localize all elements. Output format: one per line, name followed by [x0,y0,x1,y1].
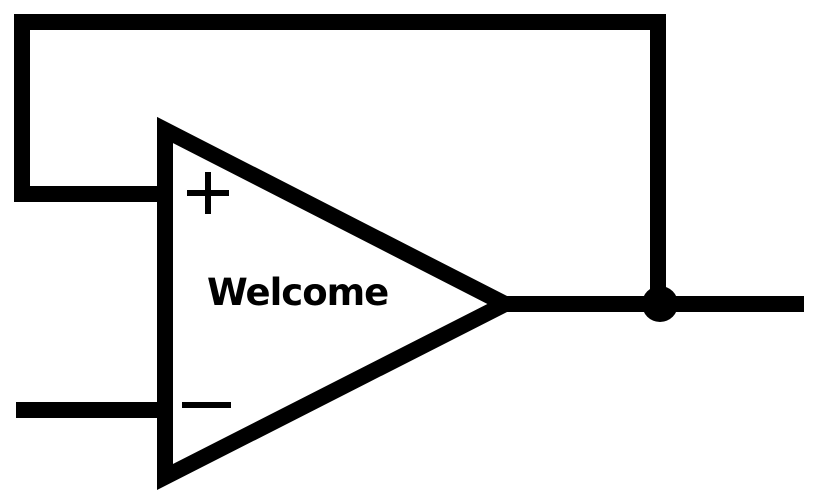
plus-icon [187,172,229,214]
feedback-wire [14,14,666,304]
output-junction-dot [642,286,678,322]
amplifier-label: Welcome [207,271,389,314]
op-amp-triangle [157,116,523,491]
